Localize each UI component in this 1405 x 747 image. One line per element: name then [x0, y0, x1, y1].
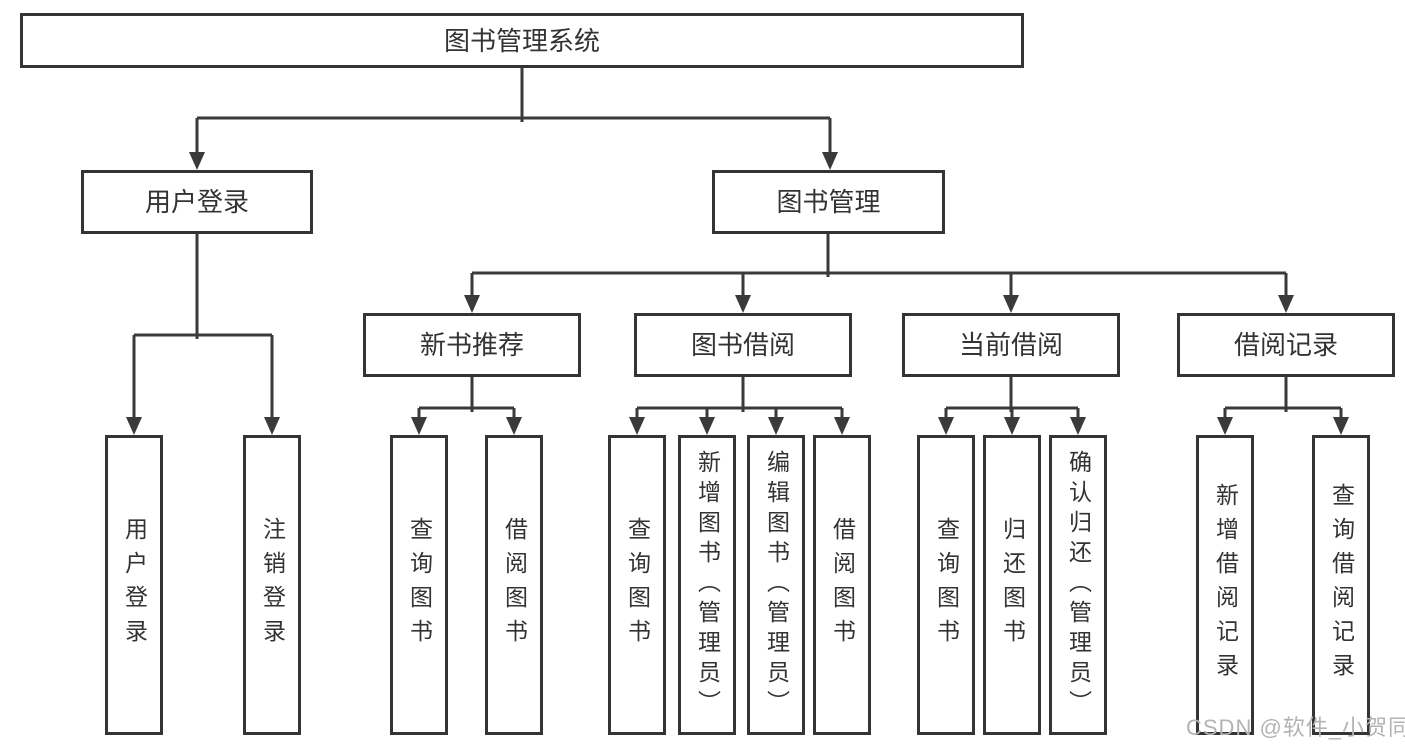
leaf-query-borrow-record: 查询借阅记录 — [1312, 435, 1370, 735]
node-label: 图书管理 — [776, 187, 881, 217]
leaf-label: 新增借阅记录 — [1212, 483, 1239, 687]
node-label: 图书借阅 — [690, 330, 795, 360]
leaf-query-books: 查询图书 — [608, 435, 666, 735]
leaf-label: 编辑图书（管理员） — [763, 450, 790, 720]
leaf-return-books: 归还图书 — [983, 435, 1041, 735]
node-root: 图书管理系统 — [20, 13, 1024, 68]
node-book-borrow: 图书借阅 — [634, 313, 852, 377]
node-label: 新书推荐 — [419, 330, 524, 360]
leaf-label: 归还图书 — [999, 517, 1026, 653]
leaf-label: 确认归还（管理员） — [1065, 450, 1092, 720]
leaf-label: 新增图书（管理员） — [694, 450, 721, 720]
leaf-query-books: 查询图书 — [390, 435, 448, 735]
node-label: 借阅记录 — [1233, 330, 1338, 360]
node-user-login-branch: 用户登录 — [81, 170, 313, 234]
node-label: 当前借阅 — [958, 330, 1063, 360]
leaf-add-books-admin: 新增图书（管理员） — [678, 435, 736, 735]
node-new-book-recommend: 新书推荐 — [363, 313, 581, 377]
leaf-logout: 注销登录 — [243, 435, 301, 735]
leaf-confirm-return-admin: 确认归还（管理员） — [1049, 435, 1107, 735]
node-book-management: 图书管理 — [712, 170, 945, 234]
leaf-borrow-books: 借阅图书 — [485, 435, 543, 735]
leaf-label: 借阅图书 — [501, 517, 528, 653]
leaf-edit-books-admin: 编辑图书（管理员） — [747, 435, 805, 735]
leaf-user-login: 用户登录 — [105, 435, 163, 735]
leaf-query-books: 查询图书 — [917, 435, 975, 735]
leaf-add-borrow-record: 新增借阅记录 — [1196, 435, 1254, 735]
leaf-label: 查询图书 — [406, 517, 433, 653]
leaf-label: 查询图书 — [624, 517, 651, 653]
leaf-label: 用户登录 — [121, 517, 148, 653]
leaf-label: 注销登录 — [259, 517, 286, 653]
node-label: 用户登录 — [144, 187, 249, 217]
csdn-watermark: CSDN @软件_小贺同学 — [1186, 715, 1405, 740]
leaf-label: 查询图书 — [933, 517, 960, 653]
leaf-label: 借阅图书 — [829, 517, 856, 653]
node-current-borrow: 当前借阅 — [902, 313, 1120, 377]
arrowheads — [126, 152, 1349, 435]
leaf-borrow-books: 借阅图书 — [813, 435, 871, 735]
leaf-label: 查询借阅记录 — [1328, 483, 1355, 687]
node-root-label: 图书管理系统 — [443, 25, 600, 56]
node-borrow-records: 借阅记录 — [1177, 313, 1395, 377]
